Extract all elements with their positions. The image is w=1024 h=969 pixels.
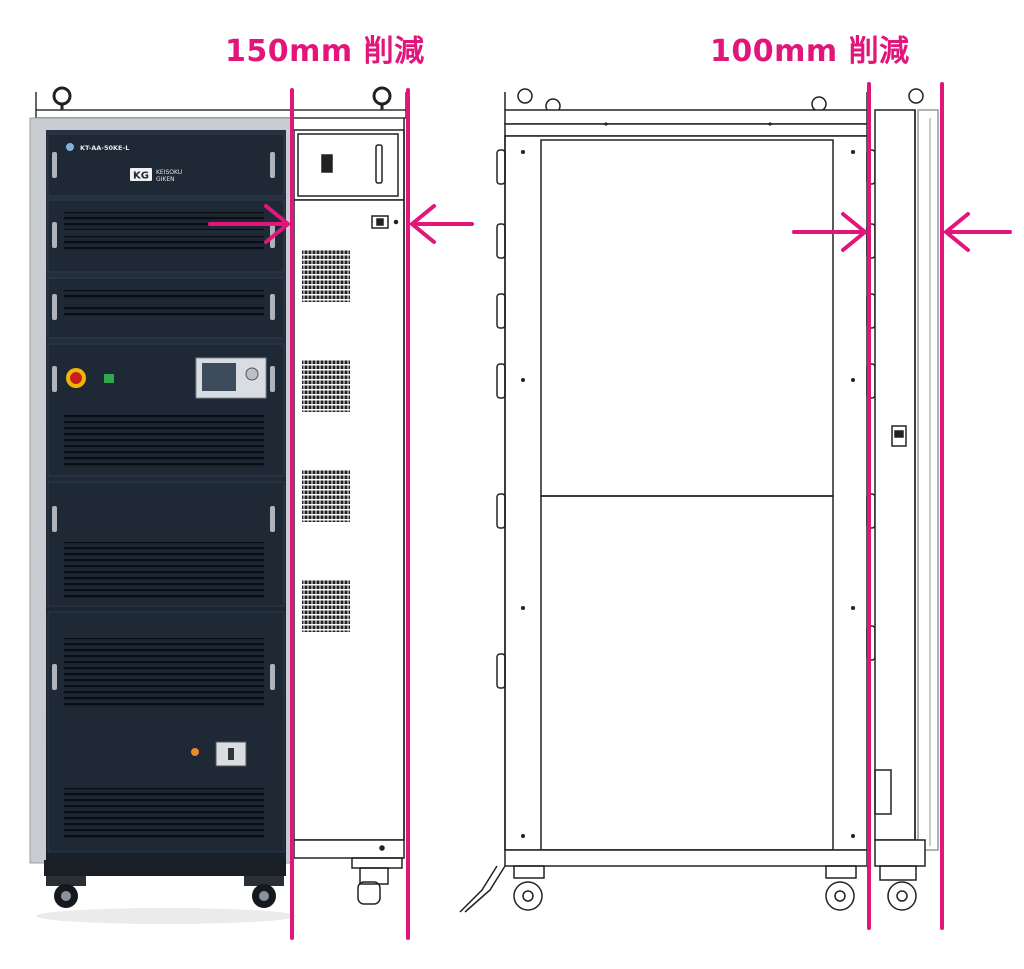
eye-bolt-icon xyxy=(908,88,924,104)
left-reduction-label: 150mm 削減 xyxy=(225,34,425,69)
power-indicator xyxy=(104,374,114,383)
drawing-cabinet xyxy=(459,88,924,913)
eye-bolt-icon xyxy=(811,96,827,112)
removed-side-section xyxy=(293,118,405,905)
eye-bolt-icon xyxy=(517,88,533,104)
eye-bolt-icon xyxy=(372,86,392,106)
reduction-markers xyxy=(208,82,1012,940)
photo-cabinet: KT-AA-50KE-L KG KEISOKU GIKEN xyxy=(29,86,407,924)
brand-name-line1: KEISOKU xyxy=(156,169,182,176)
right-reduction-label: 100mm 削減 xyxy=(710,34,910,69)
arrow-right-icon xyxy=(208,204,292,244)
brand-name-line2: GIKEN xyxy=(156,176,175,183)
caster-icon xyxy=(244,876,284,908)
arrow-left-icon xyxy=(942,212,1012,252)
removed-rear-section xyxy=(874,109,939,911)
arrow-left-icon xyxy=(408,204,474,244)
eye-bolt-icon xyxy=(52,86,72,106)
caster-icon xyxy=(46,876,86,908)
model-label: KT-AA-50KE-L xyxy=(80,144,129,152)
arrow-right-icon xyxy=(792,212,869,252)
brand-mark: KG xyxy=(133,171,149,182)
